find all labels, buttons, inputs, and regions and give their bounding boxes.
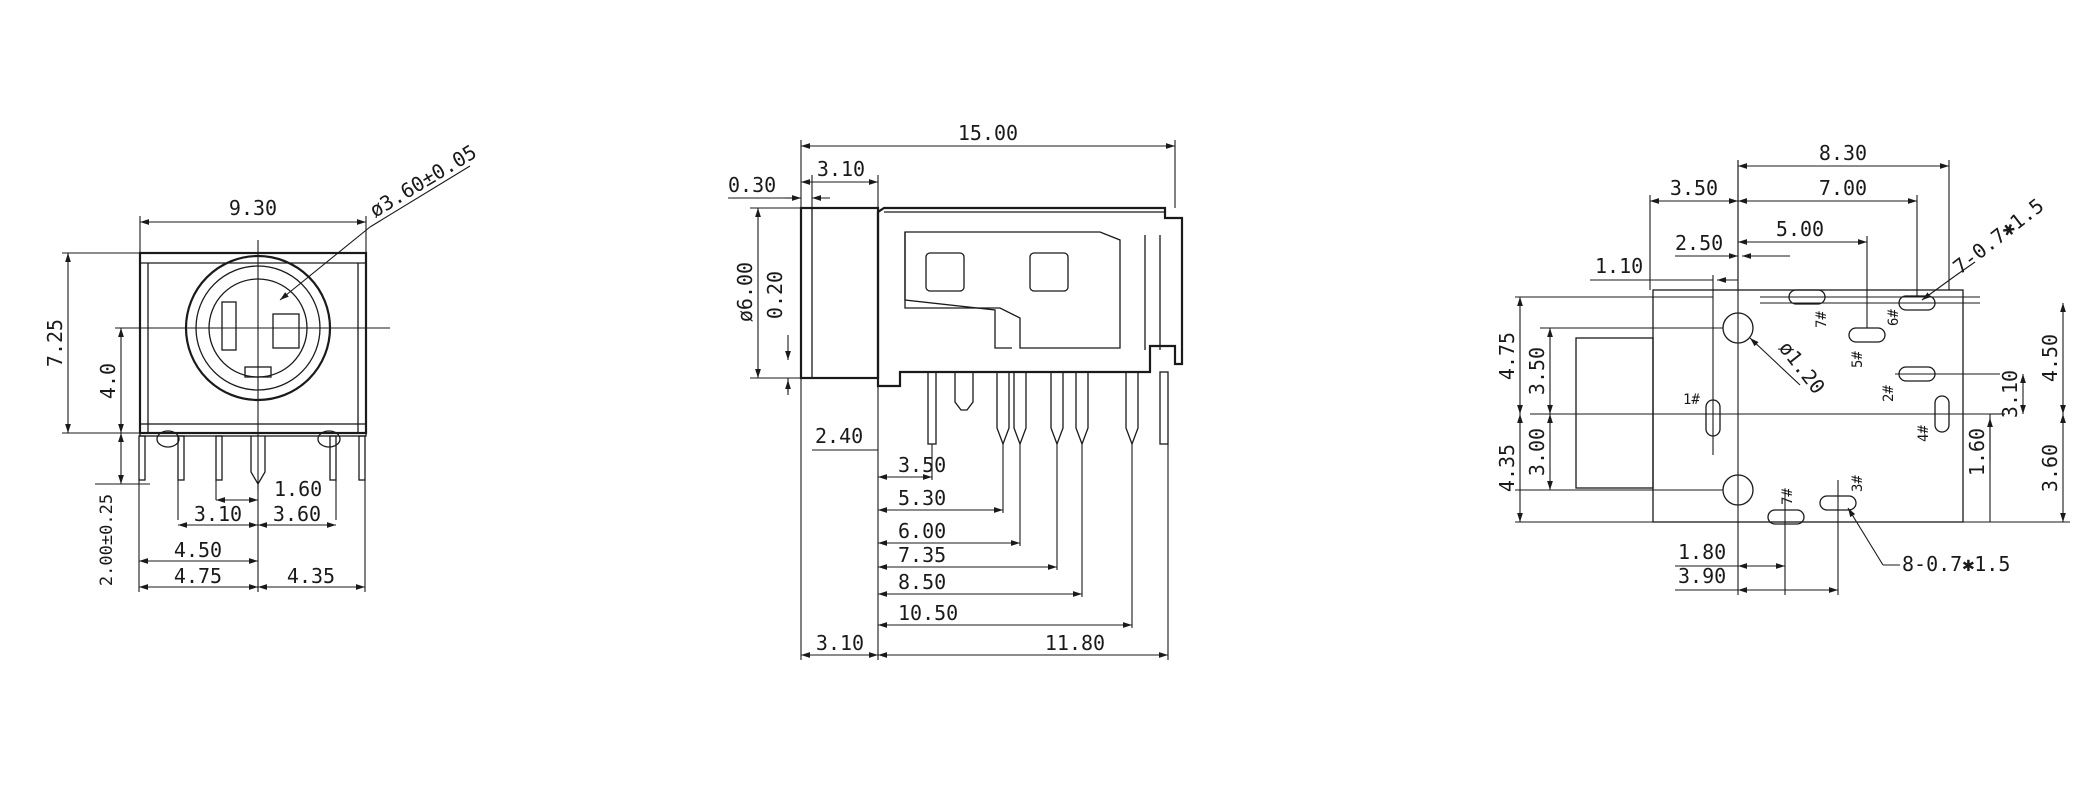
dim-side-pin-4: 7.35 xyxy=(898,543,946,567)
dim-front-bore: ø3.60±0.05 xyxy=(365,140,481,223)
dim-side-gap: 0.20 xyxy=(763,271,787,319)
pcb-view: 1# 2# 3# 4# 5# 6# 7# 7# 8.30 7.00 5.00 3… xyxy=(1495,141,2070,595)
dim-pcb-7-00: 7.00 xyxy=(1819,176,1867,200)
pin-label-5: 5# xyxy=(1850,351,1866,368)
dim-side-pin-3: 6.00 xyxy=(898,519,946,543)
front-pin xyxy=(177,435,185,481)
dim-side-pin-2: 5.30 xyxy=(898,486,946,510)
front-pin xyxy=(358,435,366,481)
front-housing xyxy=(138,251,368,435)
dim-front-width: 9.30 xyxy=(229,196,277,220)
side-pin xyxy=(1159,371,1169,445)
side-view: 15.00 3.10 0.30 ø6.00 0.20 2.40 3.50 5.3… xyxy=(728,121,1184,660)
dim-front-height: 7.25 xyxy=(43,319,67,367)
dim-pcb-3-50-left: 3.50 xyxy=(1525,347,1549,395)
dim-pcb-1-10: 1.10 xyxy=(1595,254,1643,278)
dim-pcb-3-60: 3.60 xyxy=(2038,444,2062,492)
slot-5 xyxy=(1848,327,1886,343)
side-pin xyxy=(1050,372,1064,446)
dim-side-pin-6: 10.50 xyxy=(898,601,958,625)
dim-pcb-2-50: 2.50 xyxy=(1675,231,1723,255)
side-body xyxy=(876,206,1184,388)
dim-front-4-75: 4.75 xyxy=(174,564,222,588)
dim-side-first-pin: 2.40 xyxy=(815,424,863,448)
dim-side-bottom-left: 3.10 xyxy=(816,631,864,655)
front-view: 9.30 ø3.60±0.05 7.25 4.0 2.00±0.25 1.60 … xyxy=(43,140,481,592)
dim-pcb-3-10: 3.10 xyxy=(1998,370,2022,418)
dim-pcb-hole: ø1.20 xyxy=(1774,336,1830,398)
dim-front-pin-length: 2.00±0.25 xyxy=(97,494,117,586)
dim-pcb-4-50: 4.50 xyxy=(2038,334,2062,382)
dim-pcb-slot-note-b: 8-0.7✱1.5 xyxy=(1902,552,2010,576)
dim-front-4-35: 4.35 xyxy=(287,564,335,588)
front-pin xyxy=(329,435,337,481)
pin-label-7: 7# xyxy=(1814,311,1830,328)
side-pin xyxy=(996,372,1010,446)
side-pin xyxy=(1013,372,1027,446)
pin-label-3: 3# xyxy=(1850,475,1866,492)
dim-pcb-3-00: 3.00 xyxy=(1525,428,1549,476)
dim-side-diameter: ø6.00 xyxy=(733,262,757,322)
dim-front-1-60: 1.60 xyxy=(274,477,322,501)
dim-pcb-4-75: 4.75 xyxy=(1495,332,1519,380)
front-pin xyxy=(215,435,223,481)
dim-pcb-4-35: 4.35 xyxy=(1495,444,1519,492)
pin-label-2: 2# xyxy=(1881,385,1897,402)
dim-front-center-height: 4.0 xyxy=(96,363,120,399)
dim-side-nose: 3.10 xyxy=(817,157,865,181)
dim-front-3-10: 3.10 xyxy=(194,502,242,526)
dim-side-length: 15.00 xyxy=(958,121,1018,145)
dim-pcb-1-80: 1.80 xyxy=(1678,540,1726,564)
dim-side-lip: 0.30 xyxy=(728,173,776,197)
slot-7b xyxy=(1767,509,1805,525)
dim-pcb-1-60: 1.60 xyxy=(1965,428,1989,476)
dim-pcb-8-30: 8.30 xyxy=(1819,141,1867,165)
dim-pcb-3-50-top: 3.50 xyxy=(1670,176,1718,200)
dim-pcb-5-00: 5.00 xyxy=(1776,217,1824,241)
pin-label-7b: 7# xyxy=(1780,488,1796,505)
pin-label-1: 1# xyxy=(1683,392,1700,408)
front-pin xyxy=(138,435,146,481)
side-pin xyxy=(1125,372,1139,446)
dim-side-pin-1: 3.50 xyxy=(898,453,946,477)
side-pin xyxy=(954,372,974,411)
dim-pcb-3-90: 3.90 xyxy=(1678,564,1726,588)
dim-side-bottom-right: 11.80 xyxy=(1045,631,1105,655)
pin-label-6: 6# xyxy=(1886,309,1902,326)
side-pin xyxy=(927,371,937,445)
side-window xyxy=(925,252,965,292)
dim-side-pin-5: 8.50 xyxy=(898,570,946,594)
pin-label-4: 4# xyxy=(1916,425,1932,442)
dim-pcb-slot-note-a: 7-0.7✱1.5 xyxy=(1948,193,2048,279)
side-pin xyxy=(1075,372,1089,446)
dim-front-3-60: 3.60 xyxy=(273,502,321,526)
dim-front-4-50: 4.50 xyxy=(174,538,222,562)
side-window xyxy=(1029,252,1069,292)
